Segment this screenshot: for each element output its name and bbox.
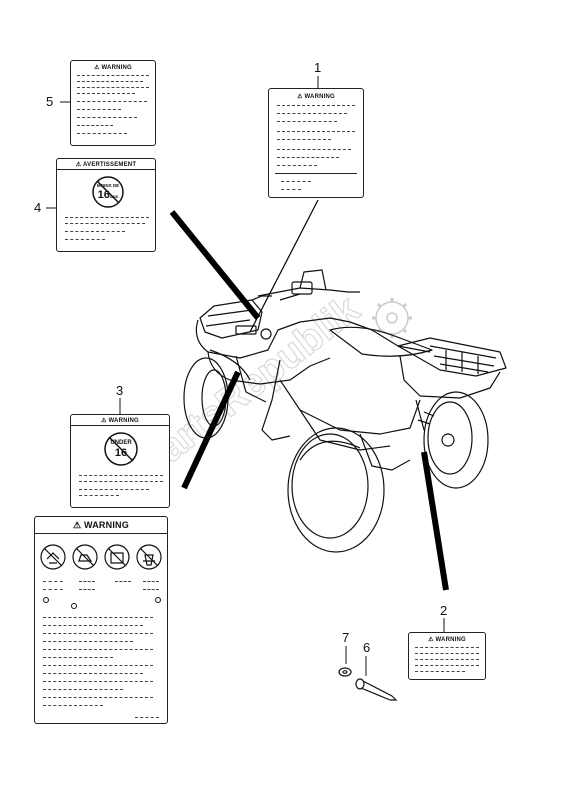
callout-7: 7 bbox=[342, 630, 350, 645]
screw-icon bbox=[355, 678, 398, 701]
warning-label-large: ⚠ WARNING bbox=[34, 516, 168, 724]
callout-3: 3 bbox=[116, 383, 124, 398]
label-header: ⚠ AVERTISSEMENT bbox=[75, 162, 137, 168]
callout-6: 6 bbox=[363, 640, 371, 655]
pointer-line-label1 bbox=[249, 199, 319, 333]
gear-icon bbox=[372, 298, 412, 338]
warning-label-5: ⚠ WARNING bbox=[70, 60, 156, 146]
age-symbol-top: MOINS DE bbox=[96, 183, 120, 188]
pointer-line-label4 bbox=[169, 210, 261, 320]
label-header: ⚠ WARNING bbox=[94, 65, 132, 71]
label-header: ⚠ WARNING bbox=[428, 637, 466, 643]
callout-4: 4 bbox=[34, 200, 42, 215]
warning-label-2: ⚠ WARNING bbox=[408, 632, 486, 680]
label-header: ⚠ WARNING bbox=[73, 520, 129, 530]
age-symbol-top: UNDER bbox=[110, 440, 132, 446]
washer-icon bbox=[338, 667, 352, 677]
callout-5: 5 bbox=[46, 94, 54, 109]
warning-label-3: ⚠ WARNING UNDER 16 bbox=[70, 414, 170, 508]
label-header: ⚠ WARNING bbox=[101, 418, 139, 424]
label-header: ⚠ WARNING bbox=[297, 94, 335, 100]
age-symbol-number: 16ANS bbox=[97, 189, 119, 201]
prohibition-icons-row bbox=[40, 544, 162, 570]
callout-1: 1 bbox=[314, 60, 322, 75]
age-symbol-number: 16 bbox=[114, 447, 128, 459]
warning-label-1: ⚠ WARNING bbox=[268, 88, 364, 198]
age-restriction-icon bbox=[92, 176, 124, 208]
pointer-lines bbox=[169, 199, 449, 591]
callout-2: 2 bbox=[440, 603, 448, 618]
pointer-line-label2 bbox=[421, 451, 449, 591]
age-restriction-icon bbox=[104, 432, 138, 466]
pointer-line-label3 bbox=[181, 370, 241, 490]
warning-label-4: ⚠ AVERTISSEMENT MOINS DE 16ANS bbox=[56, 158, 156, 252]
leader-lines bbox=[46, 76, 445, 676]
